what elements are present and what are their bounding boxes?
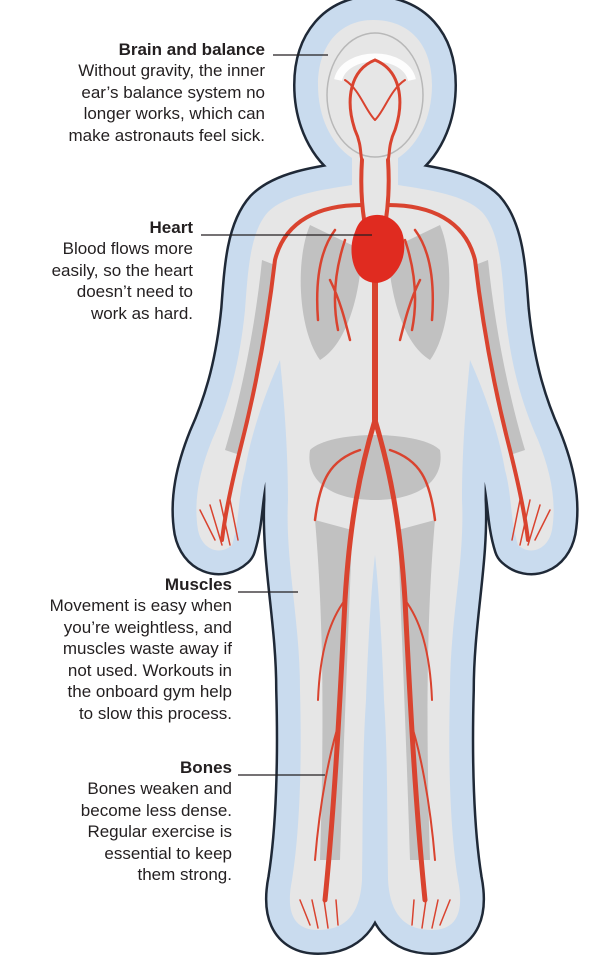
annotation-brain-line: Without gravity, the inner [68,60,265,82]
annotation-brain-line: make astronauts feel sick. [68,125,265,147]
annotation-bones: Bones Bones weaken and become less dense… [81,758,232,886]
annotation-muscles-line: muscles waste away if [50,638,232,660]
annotation-bones-line: Bones weaken and [81,778,232,800]
annotation-brain-line: longer works, which can [68,103,265,125]
annotation-muscles-line: the onboard gym help [50,681,232,703]
annotation-muscles-line: Movement is easy when [50,595,232,617]
annotation-heart-line: work as hard. [52,303,193,325]
annotation-muscles-line: you’re weightless, and [50,617,232,639]
annotation-bones-line: Regular exercise is [81,821,232,843]
annotation-brain: Brain and balance Without gravity, the i… [68,40,265,146]
annotation-heart-line: doesn’t need to [52,281,193,303]
annotation-bones-line: become less dense. [81,800,232,822]
annotation-heart: Heart Blood flows more easily, so the he… [52,218,193,324]
annotation-heart-line: Blood flows more [52,238,193,260]
head-shape [327,33,423,157]
annotation-muscles-line: to slow this process. [50,703,232,725]
annotation-brain-line: ear’s balance system no [68,82,265,104]
annotation-bones-line: essential to keep [81,843,232,865]
annotation-brain-title: Brain and balance [68,40,265,60]
annotation-muscles-title: Muscles [50,575,232,595]
annotation-heart-title: Heart [52,218,193,238]
annotation-bones-title: Bones [81,758,232,778]
annotation-muscles-line: not used. Workouts in [50,660,232,682]
annotation-heart-line: easily, so the heart [52,260,193,282]
annotation-bones-line: them strong. [81,864,232,886]
annotation-muscles: Muscles Movement is easy when you’re wei… [50,575,232,724]
